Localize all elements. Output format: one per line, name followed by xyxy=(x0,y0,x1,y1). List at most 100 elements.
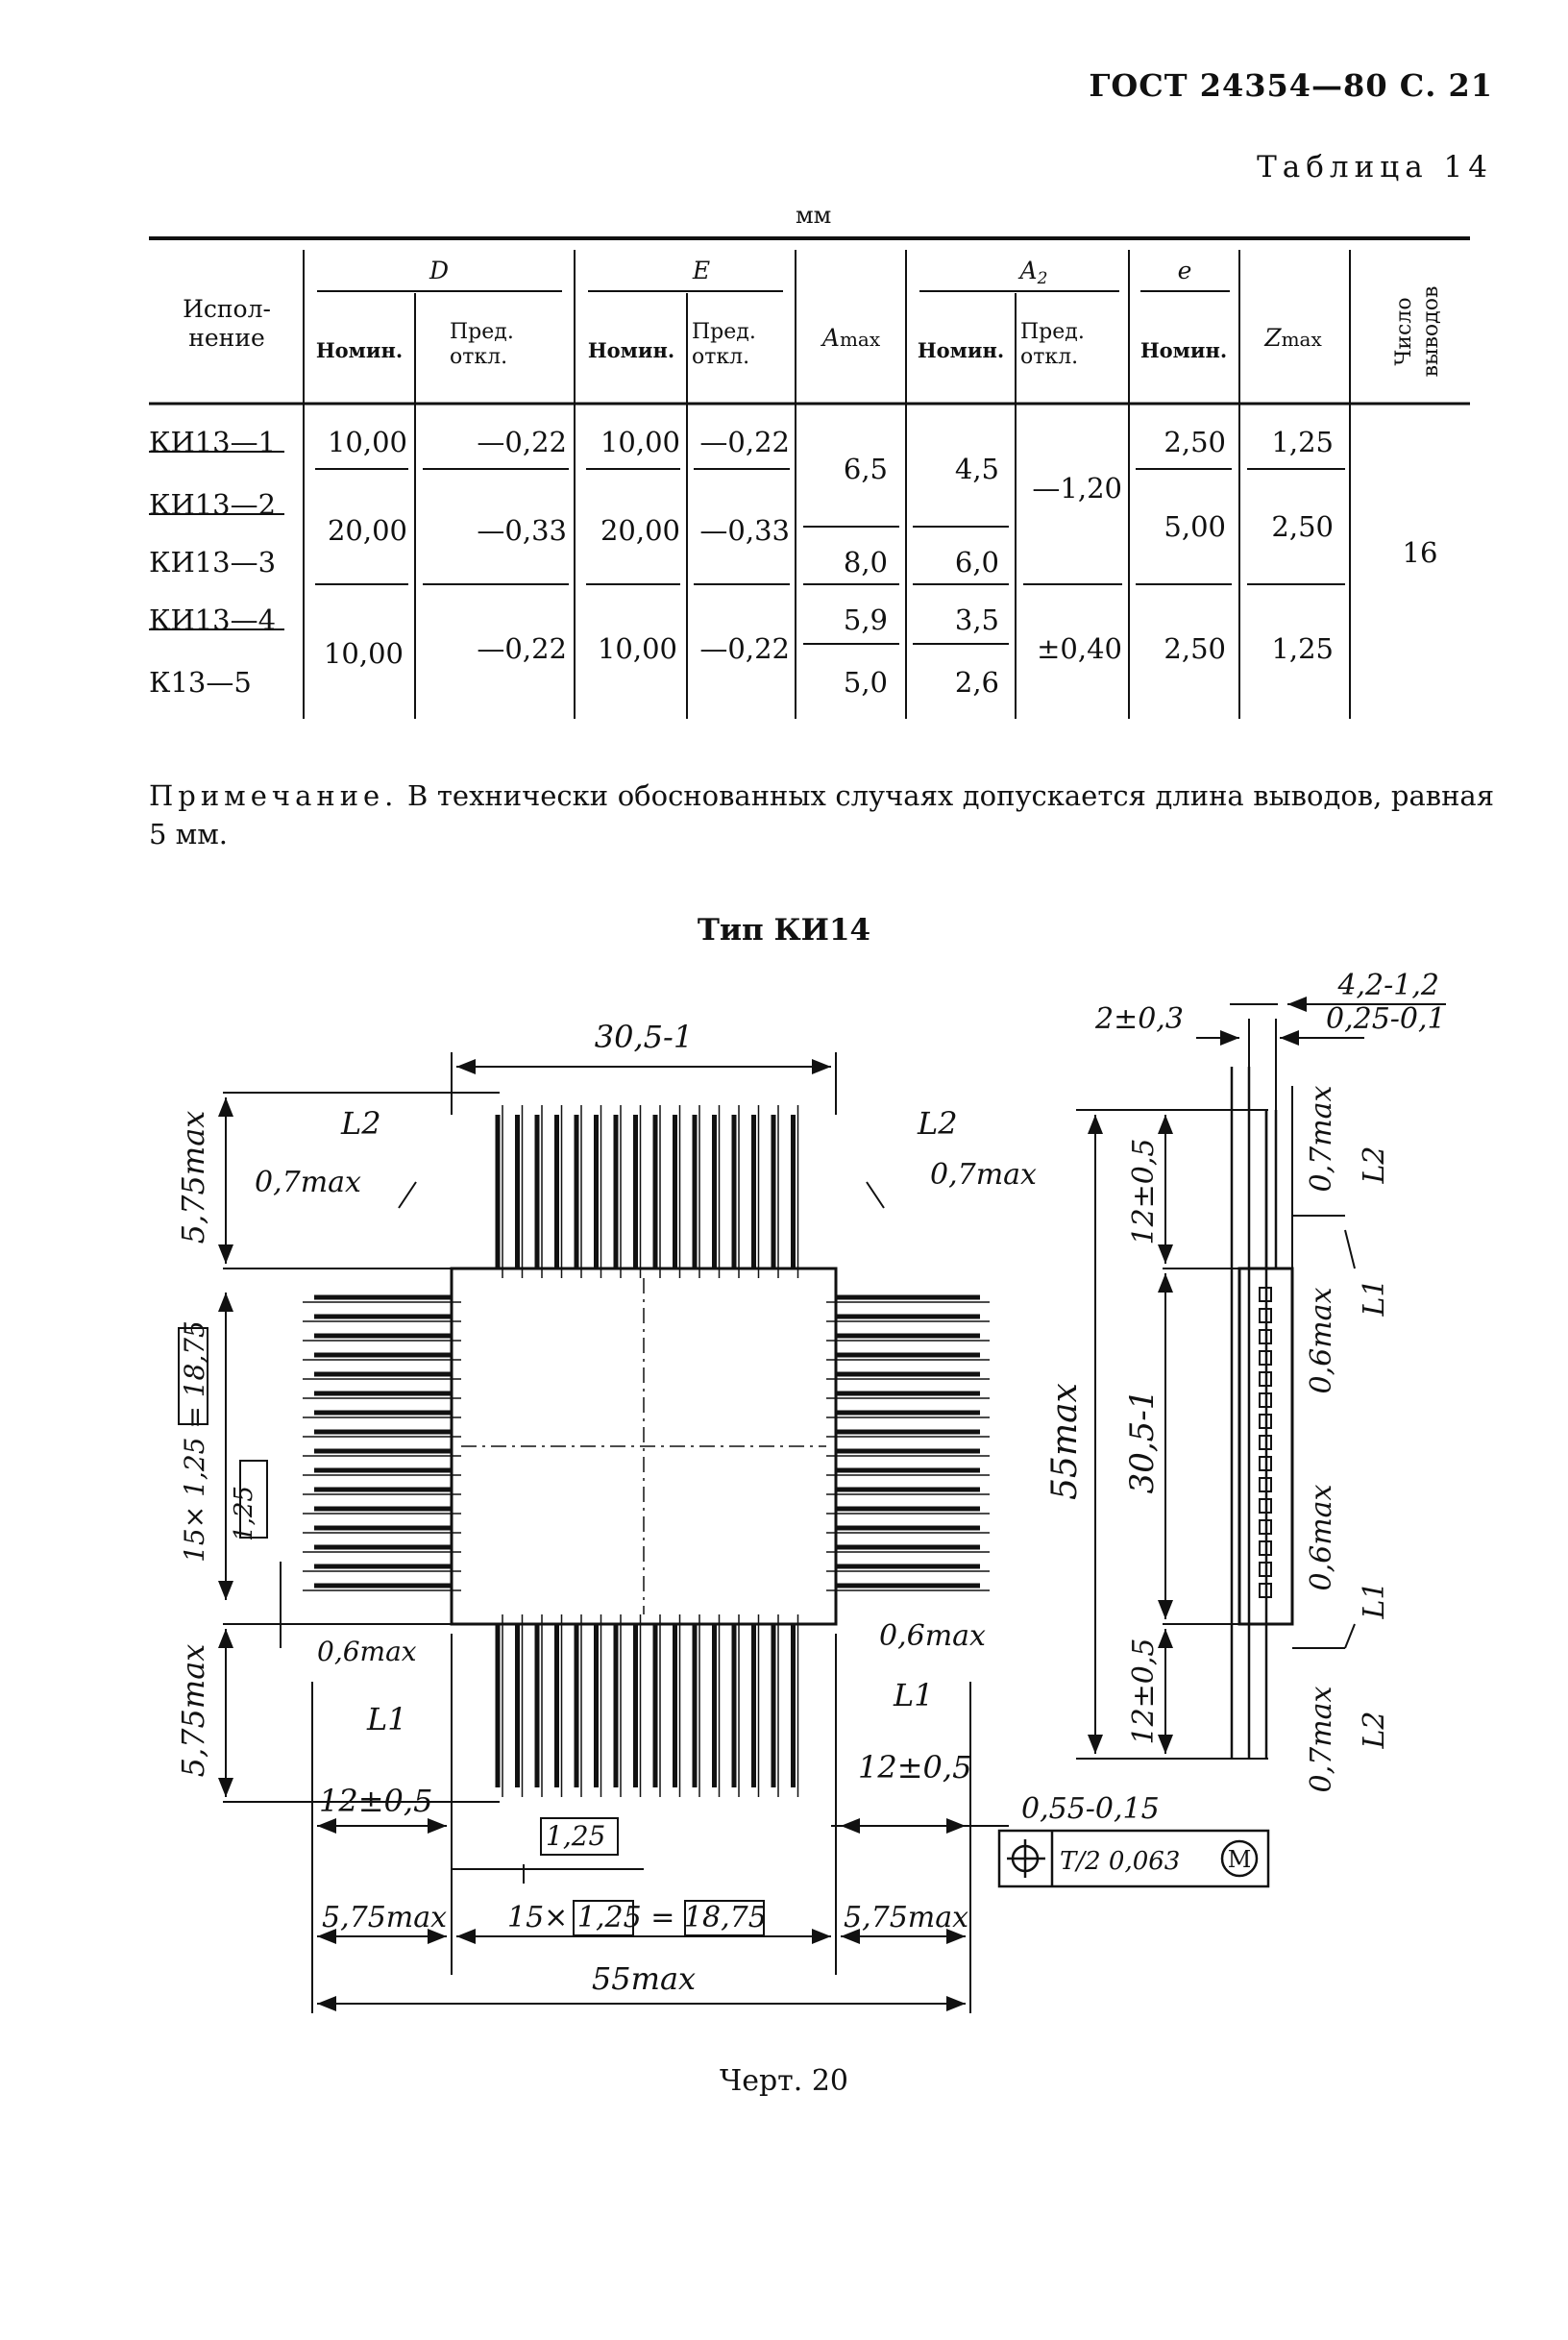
side-pad xyxy=(1259,1562,1272,1577)
cell-e-nom-4: 10,00 xyxy=(598,632,677,665)
side-pad xyxy=(1259,1414,1272,1429)
cell-a-max-3: 5,9 xyxy=(844,603,888,636)
dim-label-575-bl: 5,75max xyxy=(322,1901,447,1934)
dim-label-575-top: 5,75max xyxy=(175,1111,211,1244)
figure-caption: Черт. 20 xyxy=(720,2064,848,2098)
header-D-dev: Пред.откл. xyxy=(450,320,514,369)
cell-e-nom-2: 20,00 xyxy=(600,514,680,547)
lead-groups xyxy=(303,1105,990,1797)
side-pad xyxy=(1259,1308,1272,1323)
dim-label-55max-bottom: 55max xyxy=(592,1960,696,1997)
dim-label-pitch-bottom: 1,25 xyxy=(546,1820,605,1852)
table-title: Таблица 14 xyxy=(1257,150,1493,185)
side-pad xyxy=(1259,1371,1272,1387)
cell-e-dev-4: —0,22 xyxy=(699,632,790,665)
header-A-max: Amax xyxy=(821,324,881,352)
table-units: мм xyxy=(796,202,832,229)
tolerance-frame xyxy=(997,1829,1270,1888)
dim-label-575-br: 5,75max xyxy=(844,1901,968,1934)
dim-label-06-side-top: 0,6max xyxy=(1305,1287,1338,1393)
cell-e-nom-1: 10,00 xyxy=(600,426,680,458)
package-drawing: 30,5-1 L2 L2 0,7max 0,7max 5,75max 5,75m… xyxy=(175,969,1446,2013)
side-pads xyxy=(1259,1287,1272,1598)
dim-label-025: 0,25-0,1 xyxy=(1326,1002,1446,1036)
note-text: В технически обоснованных случаях допуск… xyxy=(149,779,1494,850)
dim-label-2-03: 2±0,3 xyxy=(1094,1002,1184,1036)
cell-a2-nom-2: 6,0 xyxy=(955,546,999,579)
dim-label-055: 0,55-0,15 xyxy=(1021,1792,1160,1826)
cell-z-2: 2,50 xyxy=(1271,510,1334,543)
dim-label-12-side-top: 12±0,5 xyxy=(1127,1138,1161,1244)
cell-e-1: 2,50 xyxy=(1164,426,1226,458)
header-variant-line1: Испол- xyxy=(183,295,271,323)
side-pad xyxy=(1259,1350,1272,1366)
dim-label-l2-left: L2 xyxy=(340,1105,381,1142)
side-pad xyxy=(1259,1477,1272,1492)
cell-a-max-4: 5,0 xyxy=(844,666,888,699)
cell-a2-dev-1: —1,20 xyxy=(1032,472,1122,505)
dim-label-07-side-top: 0,7max xyxy=(1305,1085,1338,1192)
tolerance-value: T/2 0,063 xyxy=(1060,1847,1180,1876)
side-pad xyxy=(1259,1519,1272,1535)
header-A2-dev: Пред.откл. xyxy=(1020,320,1085,369)
dim-label-06-side-bottom: 0,6max xyxy=(1305,1484,1338,1590)
table-vertical-lines xyxy=(303,250,1351,719)
dim-label-l2-right: L2 xyxy=(917,1105,958,1142)
dim-label-305-side: 30,5-1 xyxy=(1123,1390,1162,1494)
row-name-5: К13—5 xyxy=(149,666,252,699)
dim-label-l1-side-bottom: L1 xyxy=(1358,1581,1391,1619)
cell-d-nom-1: 10,00 xyxy=(328,426,407,458)
cell-z-1: 1,25 xyxy=(1271,426,1334,458)
cell-d-dev-1: —0,22 xyxy=(477,426,567,458)
header-e: e xyxy=(1178,257,1192,284)
header-A2: A2 xyxy=(1018,257,1048,288)
side-pad xyxy=(1259,1329,1272,1344)
cell-d-nom-4: 10,00 xyxy=(324,637,404,670)
dim-frames xyxy=(178,1327,765,1936)
row-name-4: КИ13—4 xyxy=(149,603,276,636)
side-pad xyxy=(1259,1392,1272,1408)
dim-label-top-width: 30,5-1 xyxy=(595,1019,693,1055)
cell-e-4: 2,50 xyxy=(1164,632,1226,665)
dim-label-07-side-bottom: 0,7max xyxy=(1305,1686,1338,1792)
cell-d-nom-2: 20,00 xyxy=(328,514,407,547)
header-D: D xyxy=(429,257,449,284)
header-e-nom: Номин. xyxy=(1140,338,1227,362)
header-A2-nom: Номин. xyxy=(918,338,1004,362)
dim-label-12-side-bottom: 12±0,5 xyxy=(1127,1638,1161,1744)
side-pad xyxy=(1259,1287,1272,1302)
header-D-nom: Номин. xyxy=(316,338,403,362)
side-pad xyxy=(1259,1583,1272,1598)
note-label: Примечание. xyxy=(149,779,399,812)
dim-label-pitch-expr: 15× 1,25 = 18,75 xyxy=(179,1320,210,1563)
cell-e-2: 5,00 xyxy=(1164,510,1226,543)
page-header: ГОСТ 24354—80 С. 21 xyxy=(1089,67,1493,104)
cell-d-dev-4: —0,22 xyxy=(477,632,567,665)
dim-label-55max-side: 55max xyxy=(1045,1383,1085,1500)
dim-label-12-left: 12±0,5 xyxy=(319,1783,432,1819)
table-note: Примечание. В технически обоснованных сл… xyxy=(149,776,1494,853)
dim-label-l1-left: L1 xyxy=(366,1701,407,1737)
dim-label-12-right: 12±0,5 xyxy=(858,1749,971,1786)
dim-label-l1-side-top: L1 xyxy=(1358,1278,1391,1317)
dim-label-06max-left: 0,6max xyxy=(317,1636,417,1667)
dim-label-l2-side-top: L2 xyxy=(1358,1145,1391,1184)
cell-e-dev-2: —0,33 xyxy=(699,514,790,547)
dim-label-l2-side-bottom: L2 xyxy=(1358,1711,1391,1749)
cell-a2-nom-1: 4,5 xyxy=(955,453,999,485)
header-variant-line2: нение xyxy=(188,324,265,352)
cell-z-4: 1,25 xyxy=(1271,632,1334,665)
header-Z-max: Zmax xyxy=(1263,324,1322,352)
cell-a2-dev-2: ±0,40 xyxy=(1037,632,1122,665)
dim-label-pitch-bottom-expr: 15× 1,25 = 18,75 xyxy=(507,1901,767,1934)
dim-label-42: 4,2-1,2 xyxy=(1336,969,1439,1002)
header-E: E xyxy=(692,257,710,284)
cell-a-max-2: 8,0 xyxy=(844,546,888,579)
row-name-1: КИ13—1 xyxy=(149,426,276,458)
dim-label-06max-right: 0,6max xyxy=(879,1619,986,1653)
side-view xyxy=(1230,1067,1294,1759)
dim-label-l1-right: L1 xyxy=(893,1677,934,1713)
side-pad xyxy=(1259,1498,1272,1514)
